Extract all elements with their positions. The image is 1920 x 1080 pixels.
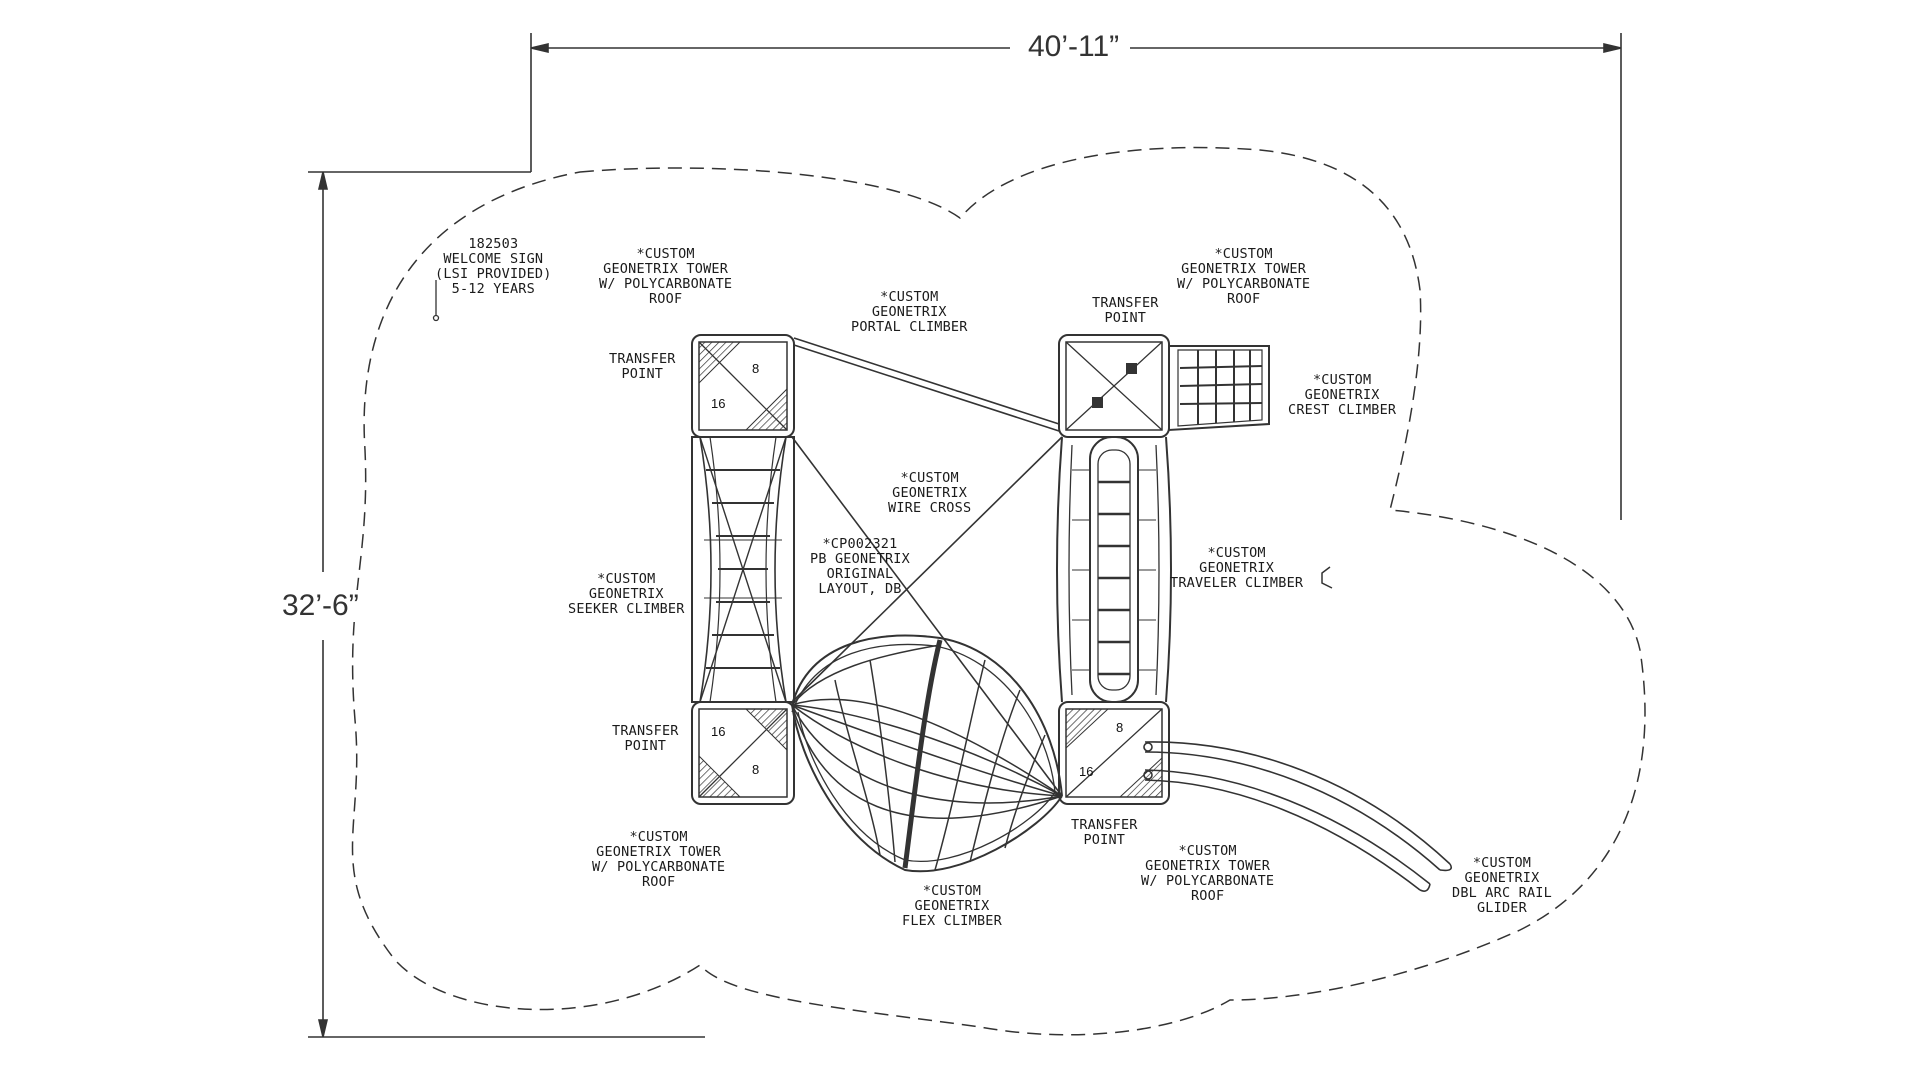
portal-climber (793, 337, 1060, 432)
use-zone-outline (351, 146, 1646, 1036)
welcome-sign-symbol (432, 280, 440, 322)
wire-cross (791, 436, 1063, 797)
tower-top-right (1058, 334, 1170, 438)
flex-climber (791, 634, 1063, 873)
arc-rail-glider (1143, 741, 1453, 892)
seeker-climber (691, 436, 795, 703)
deck-height: 8 (752, 762, 760, 777)
width-dimension-line (530, 33, 1622, 520)
tower-bottom-right (1058, 701, 1170, 805)
tower-top-left (691, 334, 795, 438)
traveler-climber (1056, 436, 1172, 703)
crest-climber (1168, 345, 1270, 432)
deck-height: 16 (711, 724, 726, 739)
height-dimension-line (308, 171, 705, 1038)
deck-height: 16 (711, 396, 726, 411)
tower-bottom-left (691, 701, 795, 805)
deck-height: 8 (752, 361, 760, 376)
width-dimension: 40’-11” (1022, 31, 1126, 63)
deck-height: 8 (1116, 720, 1124, 735)
deck-height: 16 (1079, 764, 1094, 779)
height-dimension: 32’-6” (276, 590, 365, 622)
